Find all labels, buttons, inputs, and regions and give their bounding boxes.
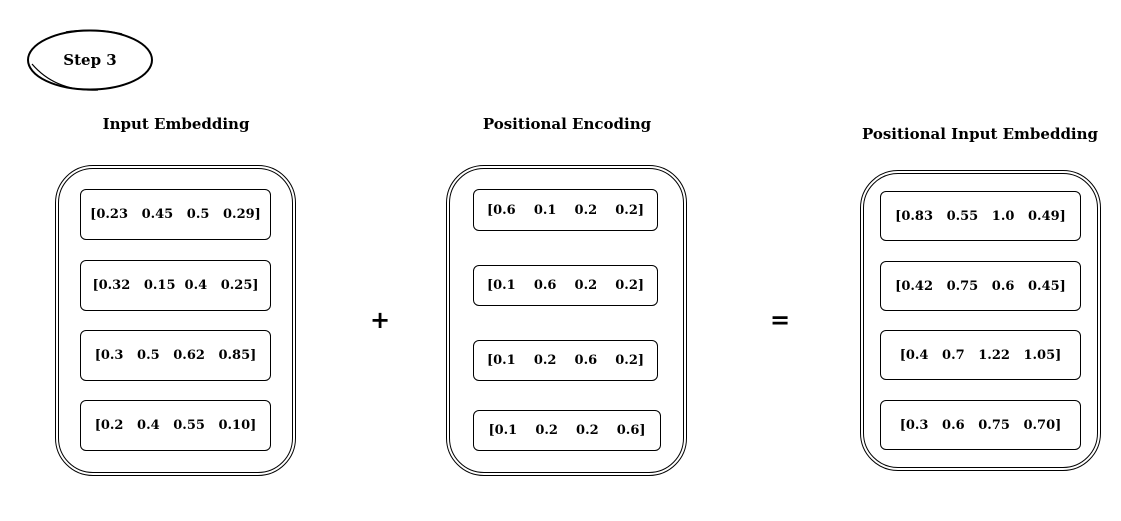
positional-vector-4: [0.1 0.2 0.2 0.6] — [473, 410, 661, 451]
input-vector-4: [0.2 0.4 0.55 0.10] — [80, 400, 271, 451]
result-vector-1: [0.83 0.55 1.0 0.49] — [880, 191, 1081, 241]
step-label: Step 3 — [63, 51, 117, 69]
input-vector-3: [0.3 0.5 0.62 0.85] — [80, 330, 271, 381]
result-vector-3: [0.4 0.7 1.22 1.05] — [880, 330, 1081, 380]
positional-encoding-group — [446, 165, 687, 476]
input-embedding-group — [55, 165, 296, 476]
positional-vector-1: [0.6 0.1 0.2 0.2] — [473, 189, 658, 231]
positional-vector-3: [0.1 0.2 0.6 0.2] — [473, 340, 658, 381]
positional-vector-2: [0.1 0.6 0.2 0.2] — [473, 265, 658, 306]
positional-input-embedding-title: Positional Input Embedding — [861, 125, 1099, 143]
positional-input-embedding-group — [860, 170, 1101, 471]
result-vector-4: [0.3 0.6 0.75 0.70] — [880, 400, 1081, 450]
result-vector-2: [0.42 0.75 0.6 0.45] — [880, 261, 1081, 311]
hand-drawn-ellipse-icon — [27, 29, 153, 91]
input-embedding-title: Input Embedding — [102, 115, 250, 133]
input-vector-1: [0.23 0.45 0.5 0.29] — [80, 189, 271, 240]
equals-operator: = — [769, 306, 791, 334]
input-vector-2: [0.32 0.15 0.4 0.25] — [80, 260, 271, 311]
step-badge: Step 3 — [26, 28, 154, 92]
plus-operator: + — [369, 306, 391, 334]
positional-encoding-title: Positional Encoding — [482, 115, 652, 133]
